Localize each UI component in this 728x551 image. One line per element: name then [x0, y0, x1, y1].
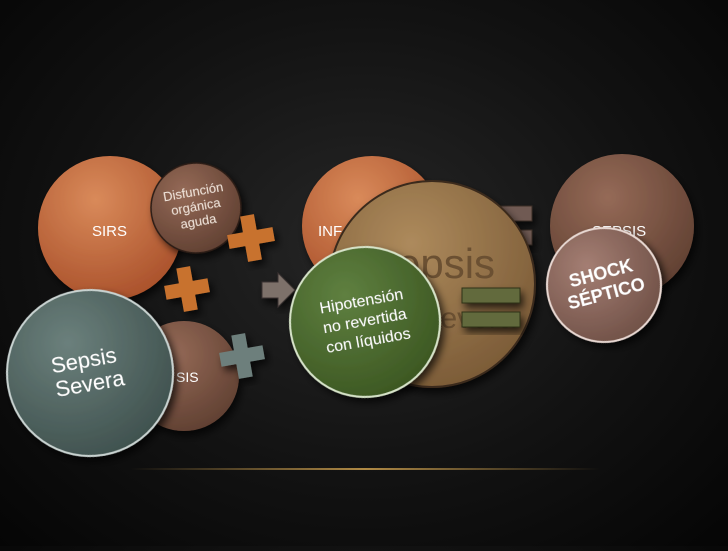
sirs-label: SIRS	[92, 223, 127, 240]
arrow-right-icon	[261, 271, 296, 309]
disfuncion-line3: aguda	[179, 211, 218, 232]
equals-icon-middle	[461, 287, 521, 328]
plus-icon-1	[227, 214, 275, 262]
sepsis-severa-node: Sepsis Severa	[6, 289, 174, 457]
disfuncion-node: Disfunción orgánica aguda	[150, 162, 242, 254]
plus-icon-2	[164, 266, 210, 312]
shock-node: SHOCK SÉPTICO	[546, 227, 662, 343]
sirs-circle	[38, 156, 182, 300]
sepsis-small-label: SIS	[176, 369, 199, 385]
infeccion-label: INF	[318, 223, 342, 240]
bottom-divider	[130, 468, 600, 470]
plus-icon-3	[219, 333, 265, 379]
hipotension-node: Hipotensión no revertida con líquidos	[289, 246, 441, 398]
